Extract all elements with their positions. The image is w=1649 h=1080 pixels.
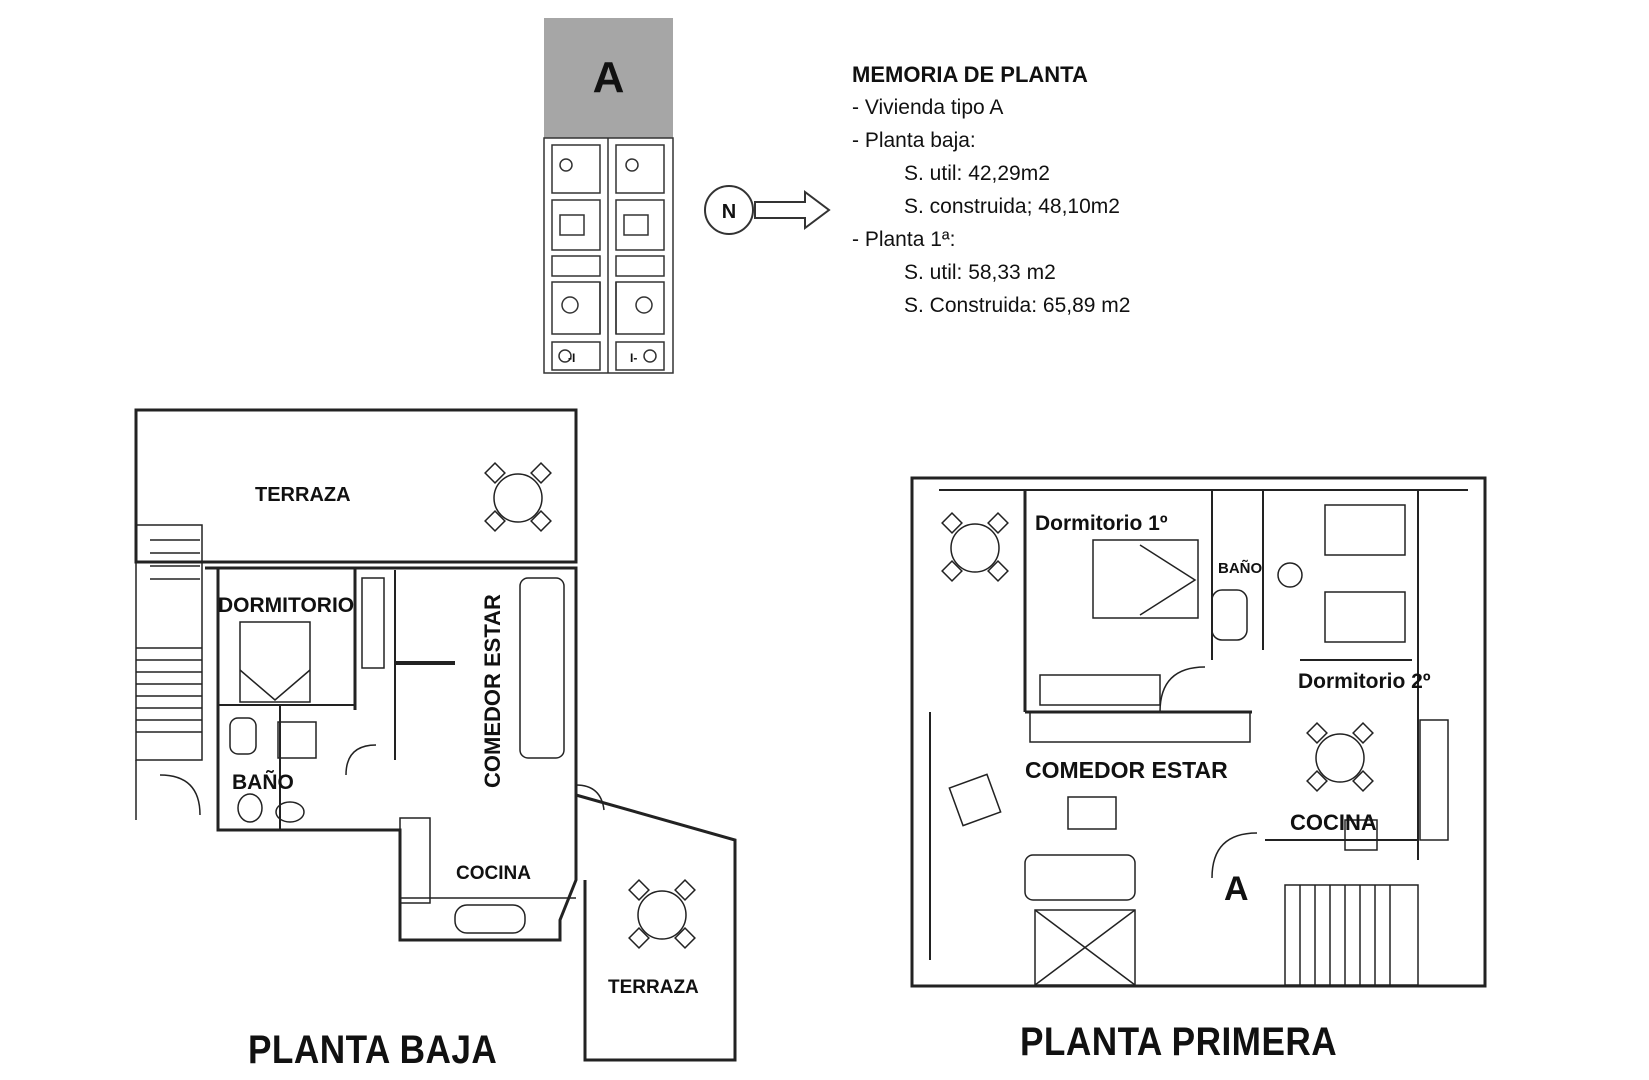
pp-room-dormitorio-1: Dormitorio 1º: [1035, 512, 1168, 535]
north-arrow-icon: [704, 185, 831, 235]
pp-room-dormitorio-2: Dormitorio 2º: [1298, 670, 1431, 693]
pp-room-bano: BAÑO: [1218, 559, 1262, 577]
key-plan-unit-left: -I: [568, 351, 575, 365]
memoria-vivienda: - Vivienda tipo A: [852, 96, 1004, 119]
memoria-p1-util: S. util: 58,33 m2: [904, 261, 1056, 284]
memoria-title: MEMORIA DE PLANTA: [852, 62, 1088, 87]
north-label: N: [722, 201, 736, 223]
unit-type-label: A: [592, 53, 625, 102]
plan-planta-baja: [134, 408, 737, 1062]
pb-room-cocina: COCINA: [456, 863, 531, 884]
planta-baja-title: PLANTA BAJA: [248, 1028, 498, 1072]
pb-room-terraza-bottom: TERRAZA: [608, 977, 699, 998]
memoria-planta-baja: - Planta baja:: [852, 129, 976, 152]
memoria-pb-util: S. util: 42,29m2: [904, 162, 1050, 185]
pb-room-terraza-top: TERRAZA: [255, 484, 351, 506]
pp-room-comedor-estar: COMEDOR ESTAR: [1025, 757, 1228, 783]
unit-type-badge: A: [544, 18, 673, 138]
memoria-pb-construida: S. construida; 48,10m2: [904, 195, 1120, 218]
planta-primera-title: PLANTA PRIMERA: [1020, 1020, 1338, 1064]
key-plan: [543, 137, 674, 374]
memoria-de-planta: MEMORIA DE PLANTA - Vivienda tipo A - Pl…: [852, 58, 1130, 322]
memoria-p1-construida: S. Construida: 65,89 m2: [904, 294, 1131, 317]
pb-room-bano: BAÑO: [232, 771, 294, 794]
memoria-planta-1: - Planta 1ª:: [852, 228, 956, 251]
pp-room-cocina: COCINA: [1290, 810, 1377, 835]
pb-room-dormitorio: DORMITORIO: [218, 594, 354, 617]
pb-room-comedor-estar: COMEDOR ESTAR: [480, 594, 505, 788]
pp-entrance-label: A: [1224, 870, 1249, 908]
key-plan-unit-right: I-: [630, 351, 637, 365]
plan-planta-primera: [910, 476, 1487, 988]
